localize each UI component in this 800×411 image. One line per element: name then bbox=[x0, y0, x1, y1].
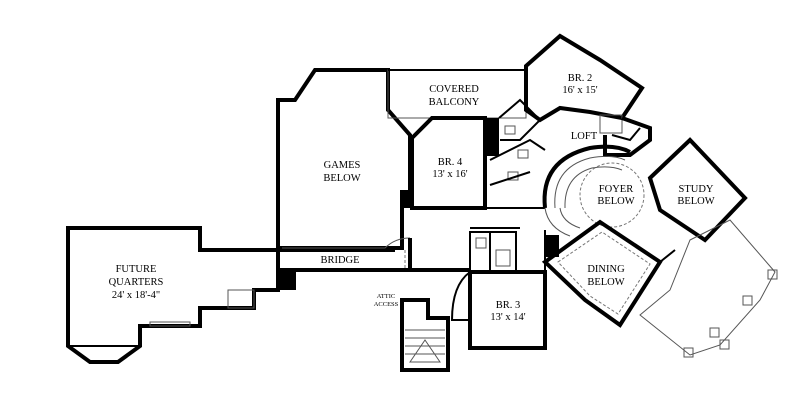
br4-room bbox=[402, 116, 545, 210]
br4-dims: 13' x 16' bbox=[432, 169, 467, 180]
attic-stair bbox=[400, 298, 450, 372]
curved-staircase bbox=[542, 144, 631, 237]
foyer-sub: BELOW bbox=[597, 196, 634, 207]
covered-balcony-label-2: BALCONY bbox=[429, 97, 480, 108]
future-quarters-label: FUTURE bbox=[116, 264, 157, 275]
study-sub: BELOW bbox=[677, 196, 714, 207]
games-sub: BELOW bbox=[323, 173, 360, 184]
foyer bbox=[579, 162, 645, 228]
future-quarters-room bbox=[66, 226, 280, 364]
foyer-label: FOYER bbox=[599, 184, 633, 195]
dining-label: DINING bbox=[587, 264, 625, 275]
br3-room bbox=[450, 230, 547, 350]
games-label: GAMES bbox=[324, 160, 361, 171]
future-quarters-dims: 24' x 18'-4" bbox=[112, 290, 160, 301]
loft-area bbox=[603, 116, 652, 157]
br2-room bbox=[524, 33, 645, 134]
attic-access-label-2: ACCESS bbox=[374, 301, 399, 308]
loft-label: LOFT bbox=[571, 131, 598, 142]
br2-dims: 16' x 15' bbox=[562, 85, 597, 96]
covered-balcony-label: COVERED bbox=[429, 84, 479, 95]
bridge-label: BRIDGE bbox=[320, 255, 359, 266]
study-room bbox=[647, 137, 748, 243]
dining-sub: BELOW bbox=[587, 277, 624, 288]
br3-label: BR. 3 bbox=[496, 300, 521, 311]
future-quarters-label-2: QUARTERS bbox=[109, 277, 164, 288]
dining-room bbox=[541, 219, 676, 328]
central-hall bbox=[408, 227, 520, 273]
study-label: STUDY bbox=[678, 184, 713, 195]
br3-dims: 13' x 14' bbox=[490, 312, 525, 323]
attic-access-label: ATTIC bbox=[377, 293, 395, 300]
covered-terrace bbox=[639, 219, 778, 358]
br2-label: BR. 2 bbox=[568, 73, 593, 84]
games-room bbox=[276, 68, 413, 250]
br4-label: BR. 4 bbox=[438, 157, 463, 168]
